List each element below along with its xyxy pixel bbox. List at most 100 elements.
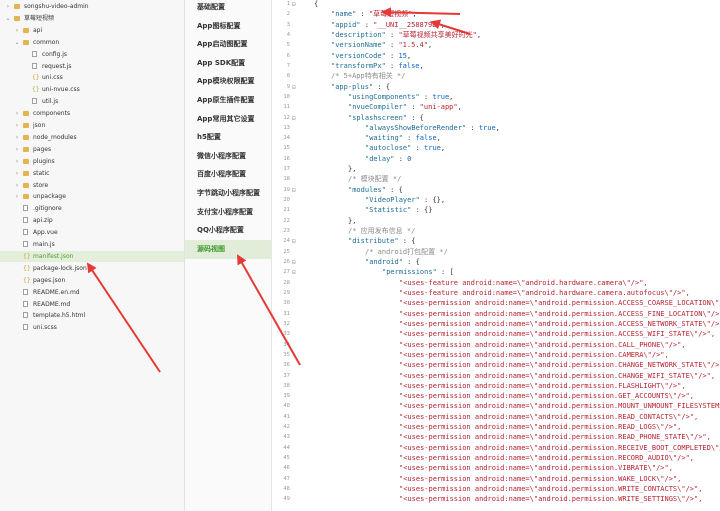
code-line[interactable]: 46"<uses-permission android:name=\"andro… (272, 463, 720, 474)
fold-toggle-icon[interactable]: ⊟ (292, 83, 296, 91)
config-menu-item[interactable]: 源码视图 (185, 239, 271, 259)
code-line[interactable]: 34"<uses-permission android:name=\"andro… (272, 340, 720, 351)
code-line[interactable]: 8/* 5+App特有相关 */ (272, 71, 720, 82)
tree-item[interactable]: ›api (0, 25, 184, 36)
code-line[interactable]: 12⊟"splashscreen" : { (272, 113, 720, 124)
code-line[interactable]: 7"transformPx" : false, (272, 61, 720, 72)
tree-item[interactable]: README.md (0, 299, 184, 310)
code-line[interactable]: 11"nvueCompiler" : "uni-app", (272, 102, 720, 113)
code-editor[interactable]: 1⊟{2"name" : "草莓短视频",3"appid" : "__UNI__… (272, 0, 720, 511)
code-line[interactable]: 41"<uses-permission android:name=\"andro… (272, 412, 720, 423)
chevron-down-icon[interactable]: ⌄ (14, 38, 20, 46)
chevron-down-icon[interactable]: ⌄ (5, 14, 11, 22)
tree-item[interactable]: README.en.md (0, 287, 184, 298)
chevron-right-icon[interactable]: › (15, 193, 19, 201)
chevron-right-icon[interactable]: › (6, 3, 10, 10)
tree-item[interactable]: request.js (0, 61, 184, 72)
tree-item[interactable]: config.js (0, 49, 184, 60)
code-line[interactable]: 5"versionName" : "1.5.4", (272, 40, 720, 51)
code-line[interactable]: 33"<uses-permission android:name=\"andro… (272, 329, 720, 340)
chevron-right-icon[interactable]: › (15, 26, 19, 34)
code-line[interactable]: 1⊟{ (272, 0, 720, 10)
config-menu-item[interactable]: 基础配置 (197, 3, 225, 11)
tree-item[interactable]: App.vue (0, 227, 184, 238)
code-line[interactable]: 31"<uses-permission android:name=\"andro… (272, 309, 720, 320)
tree-item[interactable]: api.zip (0, 215, 184, 226)
chevron-right-icon[interactable]: › (15, 181, 19, 189)
config-menu-item[interactable]: App图标配置 (197, 21, 241, 30)
code-line[interactable]: 19⊟"modules" : { (272, 185, 720, 196)
fold-toggle-icon[interactable]: ⊟ (292, 259, 296, 266)
chevron-right-icon[interactable]: › (15, 157, 19, 165)
code-line[interactable]: 6"versionCode" : 15, (272, 51, 720, 62)
tree-item[interactable]: ›plugins (0, 156, 184, 167)
fold-toggle-icon[interactable]: ⊟ (292, 238, 296, 246)
code-line[interactable]: 21"Statistic" : {} (272, 205, 720, 216)
tree-item[interactable]: ›node_modules (0, 132, 184, 143)
chevron-right-icon[interactable]: › (15, 110, 19, 118)
code-line[interactable]: 40"<uses-permission android:name=\"andro… (272, 401, 720, 412)
code-line[interactable]: 4"description" : "草莓视频共享美好时光", (272, 30, 720, 41)
tree-item[interactable]: .gitignore (0, 203, 184, 214)
fold-toggle-icon[interactable]: ⊟ (292, 269, 296, 277)
code-line[interactable]: 35"<uses-permission android:name=\"andro… (272, 350, 720, 361)
code-line[interactable]: 36"<uses-permission android:name=\"andro… (272, 360, 720, 371)
fold-toggle-icon[interactable]: ⊟ (292, 114, 296, 122)
code-line[interactable]: 44"<uses-permission android:name=\"andro… (272, 443, 720, 454)
code-line[interactable]: 20"VideoPlayer" : {}, (272, 195, 720, 206)
config-menu-item[interactable]: QQ小程序配置 (197, 226, 244, 235)
tree-item[interactable]: ›store (0, 180, 184, 191)
code-line[interactable]: 39"<uses-permission android:name=\"andro… (272, 391, 720, 402)
code-line[interactable]: 15"autoclose" : true, (272, 143, 720, 154)
tree-item[interactable]: {}uni.css (0, 72, 184, 83)
config-menu-item[interactable]: h5配置 (197, 133, 221, 142)
code-line[interactable]: 43"<uses-permission android:name=\"andro… (272, 432, 720, 443)
code-line[interactable]: 29"<uses-feature android:name=\"android.… (272, 288, 720, 299)
config-menu-item[interactable]: App原生插件配置 (197, 96, 255, 104)
code-line[interactable]: 48"<uses-permission android:name=\"andro… (272, 484, 720, 495)
code-line[interactable]: 18/* 模块配置 */ (272, 174, 720, 185)
code-line[interactable]: 14"waiting" : false, (272, 133, 720, 144)
tree-item[interactable]: main.js (0, 239, 184, 250)
code-line[interactable]: 28"<uses-feature android:name=\"android.… (272, 278, 720, 289)
tree-item[interactable]: ⌄草莓短视频 (0, 13, 184, 24)
tree-item[interactable]: ›json (0, 120, 184, 131)
code-line[interactable]: 16"delay" : 0 (272, 154, 720, 165)
tree-item[interactable]: util.js (0, 96, 184, 107)
code-line[interactable]: 38"<uses-permission android:name=\"andro… (272, 381, 720, 392)
tree-item[interactable]: template.h5.html (0, 310, 184, 321)
chevron-right-icon[interactable]: › (15, 122, 19, 129)
code-line[interactable]: 25/* android打包配置 */ (272, 247, 720, 258)
fold-toggle-icon[interactable]: ⊟ (292, 1, 296, 8)
code-line[interactable]: 9⊟"app-plus" : { (272, 82, 720, 93)
code-line[interactable]: 49"<uses-permission android:name=\"andro… (272, 494, 720, 505)
config-menu-item[interactable]: 微信小程序配置 (197, 151, 246, 160)
chevron-right-icon[interactable]: › (15, 169, 19, 177)
code-line[interactable]: 37"<uses-permission android:name=\"andro… (272, 371, 720, 382)
code-line[interactable]: 32"<uses-permission android:name=\"andro… (272, 319, 720, 330)
tree-item[interactable]: ›pages (0, 144, 184, 155)
code-line[interactable]: 26⊟"android" : { (272, 257, 720, 268)
code-line[interactable]: 24⊟"distribute" : { (272, 236, 720, 247)
tree-item[interactable]: ⌄common (0, 37, 184, 48)
tree-item[interactable]: {}manifest.json (0, 250, 184, 262)
code-line[interactable]: 13"alwaysShowBeforeRender" : true, (272, 123, 720, 134)
tree-item[interactable]: ›songshu-video-admin (0, 1, 184, 12)
chevron-right-icon[interactable]: › (15, 145, 19, 153)
config-menu-item[interactable]: 百度小程序配置 (197, 170, 246, 179)
config-menu-item[interactable]: App SDK配置 (197, 58, 246, 67)
tree-item[interactable]: ›components (0, 108, 184, 119)
code-line[interactable]: 10"usingComponents" : true, (272, 92, 720, 103)
code-line[interactable]: 45"<uses-permission android:name=\"andro… (272, 453, 720, 464)
config-menu-item[interactable]: 支付宝小程序配置 (197, 207, 253, 216)
code-line[interactable]: 22}, (272, 216, 720, 227)
tree-item[interactable]: {}pages.json (0, 275, 184, 286)
code-line[interactable]: 42"<uses-permission android:name=\"andro… (272, 422, 720, 433)
chevron-right-icon[interactable]: › (15, 133, 19, 141)
tree-item[interactable]: ›unpackage (0, 191, 184, 202)
config-menu-item[interactable]: App启动图配置 (197, 40, 248, 49)
config-menu-item[interactable]: App模块权限配置 (197, 77, 255, 86)
tree-item[interactable]: {}uni-nvue.css (0, 84, 184, 95)
code-line[interactable]: 23/* 应用发布信息 */ (272, 226, 720, 237)
tree-item[interactable]: ›static (0, 168, 184, 179)
